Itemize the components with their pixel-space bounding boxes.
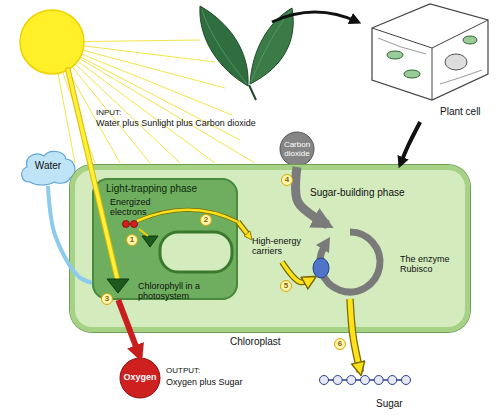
connector-arrow xyxy=(296,167,328,225)
connector-arrow xyxy=(350,299,360,372)
node-label: Sugar-building phase xyxy=(310,187,410,199)
node-label: Carbon dioxide xyxy=(279,140,315,158)
gas-node: Carbon dioxide xyxy=(279,131,315,167)
arrow-head xyxy=(244,231,252,240)
node-label: Water xyxy=(18,160,78,172)
node-label: Plant cell xyxy=(440,106,488,118)
cycle-node: Sugar-building phase xyxy=(313,225,387,299)
annotation-text: Water plus Sunlight plus Carbon dioxide xyxy=(96,118,306,128)
phase-region: Light-trapping phase xyxy=(92,178,238,300)
cell-chloroplast xyxy=(387,51,403,59)
cell-edge xyxy=(372,20,488,48)
electron-arrow xyxy=(139,229,148,236)
sunlight-beam xyxy=(68,70,118,282)
sugar-unit xyxy=(320,376,329,385)
connector-line xyxy=(400,122,420,165)
callout-number: 4 xyxy=(281,174,293,186)
calvin-cycle-ring xyxy=(320,232,380,292)
gas-circle xyxy=(280,132,314,166)
connector-arrow xyxy=(238,222,313,282)
energized-electron xyxy=(131,221,138,228)
energy-arrow xyxy=(137,210,238,222)
connector-line xyxy=(350,299,360,372)
arrow-head xyxy=(316,237,330,253)
connector-outline xyxy=(350,299,360,372)
connector-line xyxy=(48,186,92,283)
cell-chloroplast xyxy=(463,36,477,44)
energized-electron xyxy=(123,221,130,228)
plant-cell-drawing xyxy=(372,4,488,100)
callout-number: 2 xyxy=(200,214,212,226)
sugar-unit xyxy=(374,376,383,385)
sun-rays xyxy=(52,40,255,163)
sugar-chain-node: Sugar xyxy=(318,372,412,412)
cell-chloroplast xyxy=(404,70,420,78)
thylakoid-loop xyxy=(160,232,232,272)
sugar-unit xyxy=(333,376,342,385)
connector-arrow xyxy=(48,186,92,283)
connector-arrow xyxy=(400,122,420,165)
node-outline xyxy=(119,357,161,399)
connector-line xyxy=(296,167,328,225)
chlorophyll-symbol xyxy=(142,236,158,247)
annotation-text: Oxygen plus Sugar xyxy=(166,377,266,387)
node-label: Oxygen xyxy=(119,372,161,382)
connector-arrow xyxy=(118,300,140,357)
sugar-unit xyxy=(361,376,370,385)
connector-line xyxy=(238,222,313,282)
chloroplast-box: ChloroplastLight-trapping phaseSugar-bui… xyxy=(70,165,470,332)
node-label: Light-trapping phase xyxy=(106,183,226,195)
water-node: Water xyxy=(18,148,78,186)
sunlight-beam xyxy=(68,70,118,282)
node-label: Chloroplast xyxy=(230,336,320,348)
leaf xyxy=(250,8,293,84)
energy-arrow xyxy=(137,210,238,222)
leaf xyxy=(200,6,248,86)
node-outline xyxy=(18,148,78,186)
sun xyxy=(20,10,84,74)
sugar-unit xyxy=(347,376,356,385)
annotation-text: Chlorophyll in a photosystem xyxy=(138,281,228,302)
annotation-text: Energized electrons xyxy=(110,197,162,218)
cell-wall xyxy=(372,4,488,100)
node-label: Sugar xyxy=(376,398,412,410)
annotation-text: OUTPUT: xyxy=(166,366,226,375)
water-blob xyxy=(22,151,75,185)
callout-number: 5 xyxy=(280,280,292,292)
chlorophyll-symbol xyxy=(107,279,129,293)
node-outline xyxy=(279,131,315,167)
cell-edge xyxy=(432,48,433,100)
cell-membrane xyxy=(378,38,482,84)
annotation-text: High-energy carriers xyxy=(252,236,308,257)
plant-cell: Plant cell xyxy=(360,2,488,122)
callout-number: 1 xyxy=(126,234,138,246)
callout-number: 6 xyxy=(334,338,346,350)
node-outline xyxy=(318,372,412,412)
leaf-vein xyxy=(202,10,290,84)
annotation-text: INPUT: xyxy=(96,108,156,117)
nucleus xyxy=(445,54,467,70)
leaf-to-cell-arrow xyxy=(272,12,358,22)
leaf-stem xyxy=(249,85,256,100)
annotation-text: The enzyme Rubisco xyxy=(400,254,460,275)
sugar-unit xyxy=(402,376,411,385)
rubisco-enzyme xyxy=(313,258,329,278)
connector-line xyxy=(118,300,140,357)
callout-number: 3 xyxy=(101,293,113,305)
sugar-unit xyxy=(388,376,397,385)
sugar-chain xyxy=(324,379,406,381)
oxygen-circle xyxy=(120,358,160,398)
connector-outline xyxy=(238,222,313,282)
product-circle: Oxygen xyxy=(119,357,161,399)
node-outline xyxy=(313,225,387,299)
